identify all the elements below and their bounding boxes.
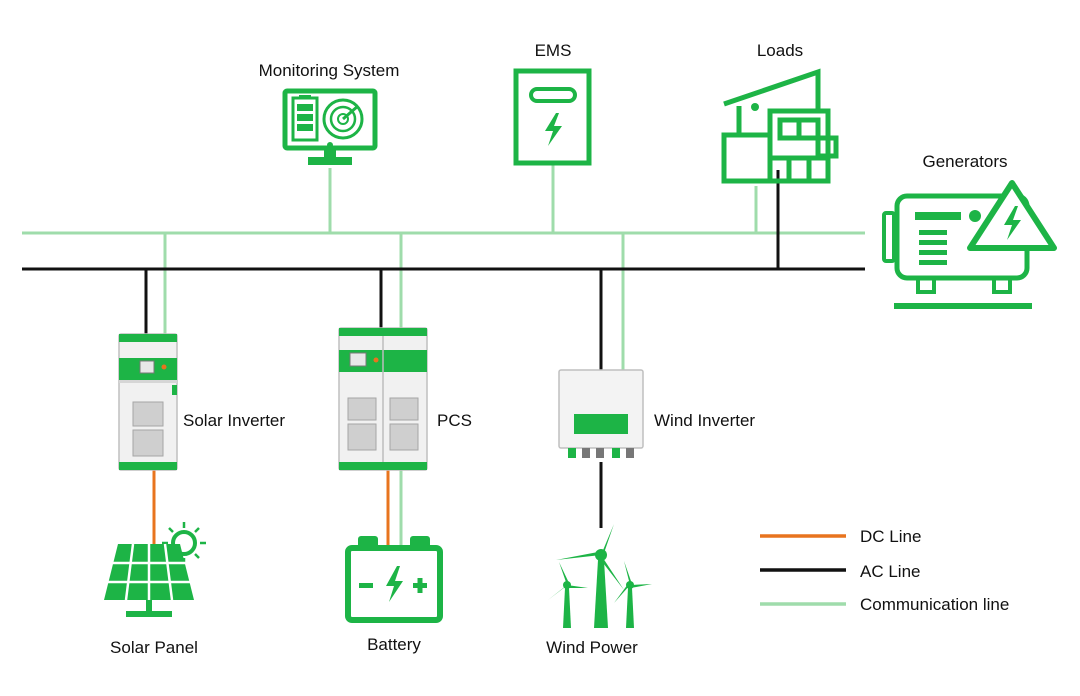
legend-label-communication: Communication line <box>860 595 1009 614</box>
battery-label: Battery <box>367 635 421 654</box>
house-icon <box>721 68 839 184</box>
legend-item-dc: DC Line <box>760 527 921 546</box>
wind-inverter-icon <box>558 369 644 458</box>
legend-item-communication: Communication line <box>760 595 1009 614</box>
generator-icon <box>882 180 1057 309</box>
solar-panel-icon <box>104 522 206 617</box>
legend-label-ac: AC Line <box>860 562 920 581</box>
pcs-label: PCS <box>437 411 472 430</box>
legend-item-ac: AC Line <box>760 562 920 581</box>
loads-label: Loads <box>757 41 803 60</box>
ems-icon <box>513 68 592 166</box>
battery-icon <box>345 536 443 623</box>
generators-label: Generators <box>922 152 1007 171</box>
wind-inverter-label: Wind Inverter <box>654 411 755 430</box>
ems-label: EMS <box>535 41 572 60</box>
pcs-icon <box>338 327 428 471</box>
wind-turbine-icon <box>548 524 652 628</box>
wind-power-label: Wind Power <box>546 638 638 657</box>
ac-bus <box>22 170 865 528</box>
monitoring-system-label: Monitoring System <box>259 61 400 80</box>
communication-bus <box>22 164 865 550</box>
solar-inverter-label: Solar Inverter <box>183 411 285 430</box>
solar-panel-label: Solar Panel <box>110 638 198 657</box>
legend-label-dc: DC Line <box>860 527 921 546</box>
legend: DC Line AC Line Communication line <box>760 527 1009 614</box>
solar-inverter-icon <box>118 333 178 471</box>
dc-lines <box>152 470 390 548</box>
monitor-icon <box>282 88 378 165</box>
